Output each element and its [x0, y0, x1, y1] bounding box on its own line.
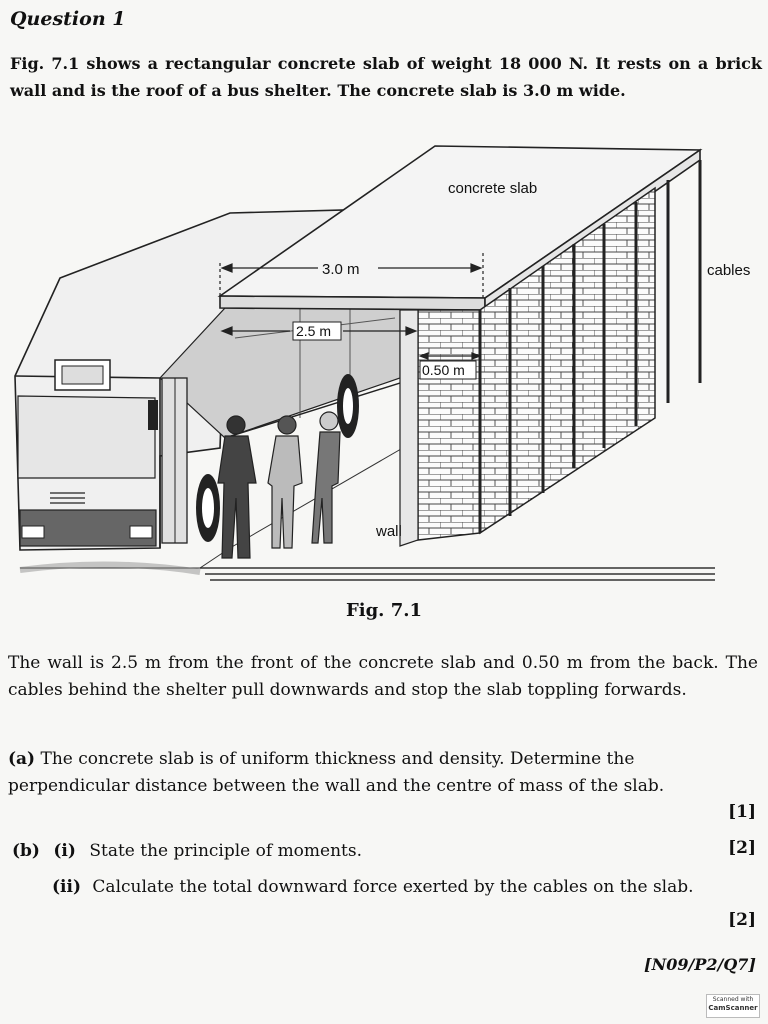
- label-wall: wall: [375, 523, 402, 540]
- part-b-ii: (ii) Calculate the total downward force …: [52, 874, 758, 901]
- part-b-i-marks: [2]: [728, 838, 756, 858]
- question-title: Question 1: [10, 8, 126, 30]
- dimension-lines: [219, 253, 484, 360]
- part-a-marks: [1]: [728, 802, 756, 822]
- part-b-ii-label: (ii): [52, 877, 82, 897]
- badge-line1: Scanned with: [712, 996, 754, 1003]
- bus: [14, 209, 411, 551]
- figure-caption: Fig. 7.1: [345, 600, 423, 621]
- part-a: (a) The concrete slab is of uniform thic…: [8, 746, 758, 800]
- part-b-label: (b): [12, 841, 40, 861]
- figure: concrete slab cables wall 3.0 m 2.5 m 0.…: [0, 138, 768, 588]
- bus-shelter-diagram: concrete slab cables wall 3.0 m 2.5 m 0.…: [14, 145, 750, 581]
- source-reference: [N09/P2/Q7]: [644, 955, 756, 974]
- scanner-badge: Scanned with CamScanner: [706, 994, 760, 1018]
- part-b-i-label: (i): [53, 841, 76, 861]
- part-b-ii-text: Calculate the total downward force exert…: [92, 877, 694, 897]
- intro-text: Fig. 7.1 shows a rectangular concrete sl…: [10, 54, 762, 100]
- badge-line2: CamScanner: [708, 1004, 758, 1012]
- dim-front-label: 2.5 m: [296, 323, 331, 339]
- people: [217, 411, 341, 559]
- part-a-label: (a): [8, 749, 36, 769]
- description-paragraph: The wall is 2.5 m from the front of the …: [8, 653, 758, 700]
- label-concrete-slab: concrete slab: [448, 180, 537, 197]
- part-b-i: (b) (i) State the principle of moments.: [12, 838, 752, 865]
- part-b-ii-marks: [2]: [728, 910, 756, 930]
- part-a-text: The concrete slab is of uniform thicknes…: [8, 749, 665, 796]
- part-b-i-text: State the principle of moments.: [89, 841, 363, 861]
- dim-back-label: 0.50 m: [422, 362, 465, 378]
- label-cables: cables: [707, 262, 750, 279]
- cables: [478, 160, 702, 533]
- dim-width-label: 3.0 m: [322, 261, 360, 278]
